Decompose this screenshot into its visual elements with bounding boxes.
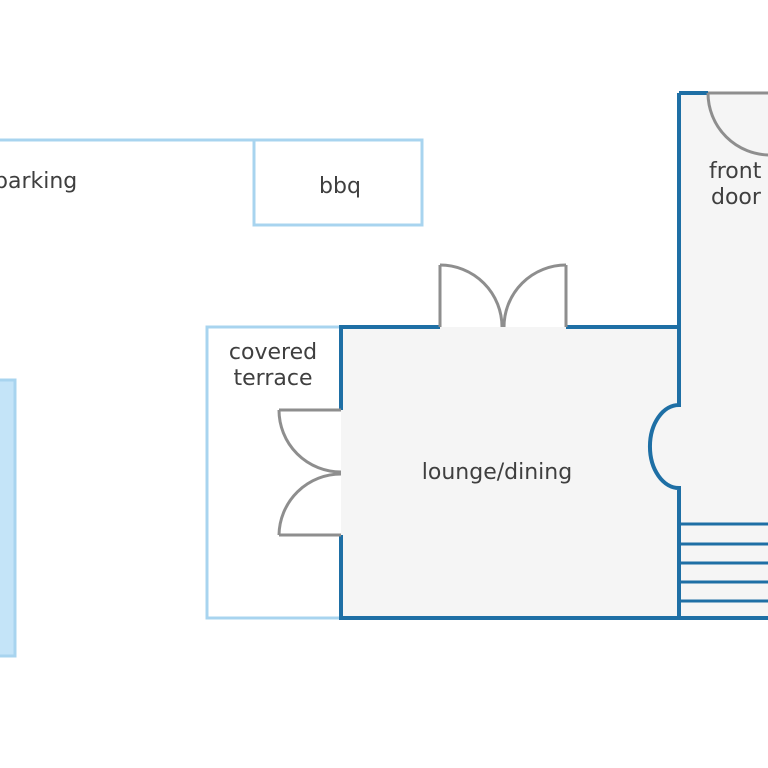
- front-door-label-line1: front: [709, 159, 762, 184]
- parking-label: parking: [0, 169, 77, 194]
- front-door-label-line2: door: [711, 185, 762, 210]
- stairs: [681, 522, 768, 603]
- covered-terrace-label-line1: covered: [229, 340, 317, 365]
- lounge-dining-label: lounge/dining: [422, 460, 572, 485]
- front-door: [706, 91, 768, 157]
- covered-terrace-outline: [205, 325, 340, 620]
- pool: [0, 378, 17, 658]
- hallway-floor: [679, 93, 768, 618]
- double-door-terrace: [277, 408, 342, 537]
- interior-walls: [339, 91, 768, 620]
- lounge-dining-floor: [341, 327, 679, 618]
- bbq-area: [252, 138, 424, 227]
- covered-terrace-label-line2: terrace: [234, 366, 313, 391]
- double-door-top: [438, 263, 568, 328]
- bbq-label: bbq: [319, 174, 361, 199]
